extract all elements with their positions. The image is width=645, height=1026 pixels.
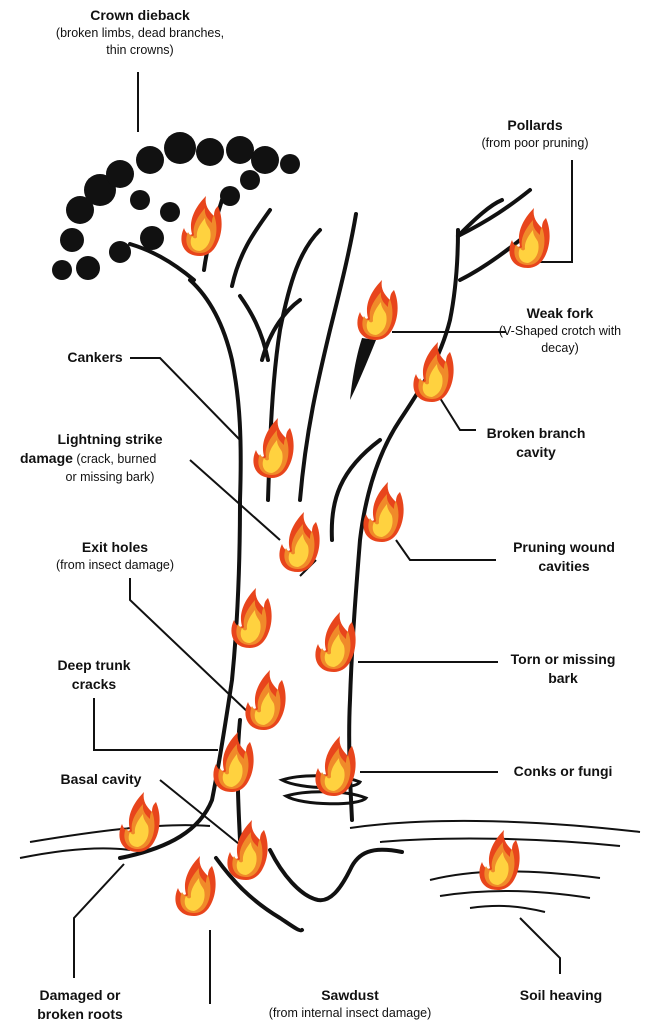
flame-icon [175,856,215,916]
sawdust-title: Sawdust [230,986,470,1005]
flame-icon [181,196,221,256]
label-deep-trunk-cracks: Deep trunk cracks [44,656,144,694]
lightning-title-1: Lightning strike [20,430,200,449]
torn-bark-title: Torn or missing bark [498,650,628,688]
flame-icon [227,820,267,880]
label-sawdust: Sawdust (from internal insect damage) [230,986,470,1022]
flame-icon [357,280,397,340]
broken-branch-cavity-title: Broken branch cavity [474,424,598,462]
label-broken-branch-cavity: Broken branch cavity [474,424,598,462]
crown-dieback-title: Crown dieback [40,6,240,25]
exit-holes-title: Exit holes [20,538,210,557]
label-crown-dieback: Crown dieback (broken limbs, dead branch… [40,6,240,59]
label-pruning-wound: Pruning wound cavities [494,538,634,576]
flame-icon [253,418,293,478]
label-exit-holes: Exit holes (from insect damage) [20,538,210,574]
label-damaged-roots: Damaged or broken roots [20,986,140,1024]
label-pollards: Pollards (from poor pruning) [450,116,620,152]
label-basal-cavity: Basal cavity [36,770,166,789]
soil-heaving-title: Soil heaving [506,986,616,1005]
crown-dieback-detail: (broken limbs, dead branches, thin crown… [55,25,225,59]
conks-title: Conks or fungi [498,762,628,781]
lightning-title-2: damage [20,450,73,466]
flame-icon [315,612,355,672]
weak-fork-crack [350,338,376,400]
flame-icon [119,792,159,852]
label-cankers: Cankers [50,348,140,367]
deep-trunk-title: Deep trunk cracks [44,656,144,694]
sawdust-detail: (from internal insect damage) [230,1005,470,1022]
label-lightning: Lightning strike damage (crack, burned o… [20,430,200,486]
pollards-detail: (from poor pruning) [450,135,620,152]
damaged-roots-title: Damaged or broken roots [20,986,140,1024]
lightning-detail: or missing bark) [20,469,200,486]
flame-icon [509,208,549,268]
basal-cavity-title: Basal cavity [36,770,166,789]
exit-holes-detail: (from insect damage) [20,557,210,574]
lightning-detail-inline: (crack, burned [76,452,156,466]
pruning-wound-title: Pruning wound cavities [494,538,634,576]
pollards-title: Pollards [450,116,620,135]
label-soil-heaving: Soil heaving [506,986,616,1005]
cankers-title: Cankers [50,348,140,367]
label-conks: Conks or fungi [498,762,628,781]
flame-icon [413,342,453,402]
label-torn-bark: Torn or missing bark [498,650,628,688]
crown-foliage [52,132,300,280]
flame-icon [245,670,285,730]
label-weak-fork: Weak fork (V-Shaped crotch with decay) [480,304,640,357]
weak-fork-title: Weak fork [480,304,640,323]
weak-fork-detail: (V-Shaped crotch with decay) [480,323,640,357]
